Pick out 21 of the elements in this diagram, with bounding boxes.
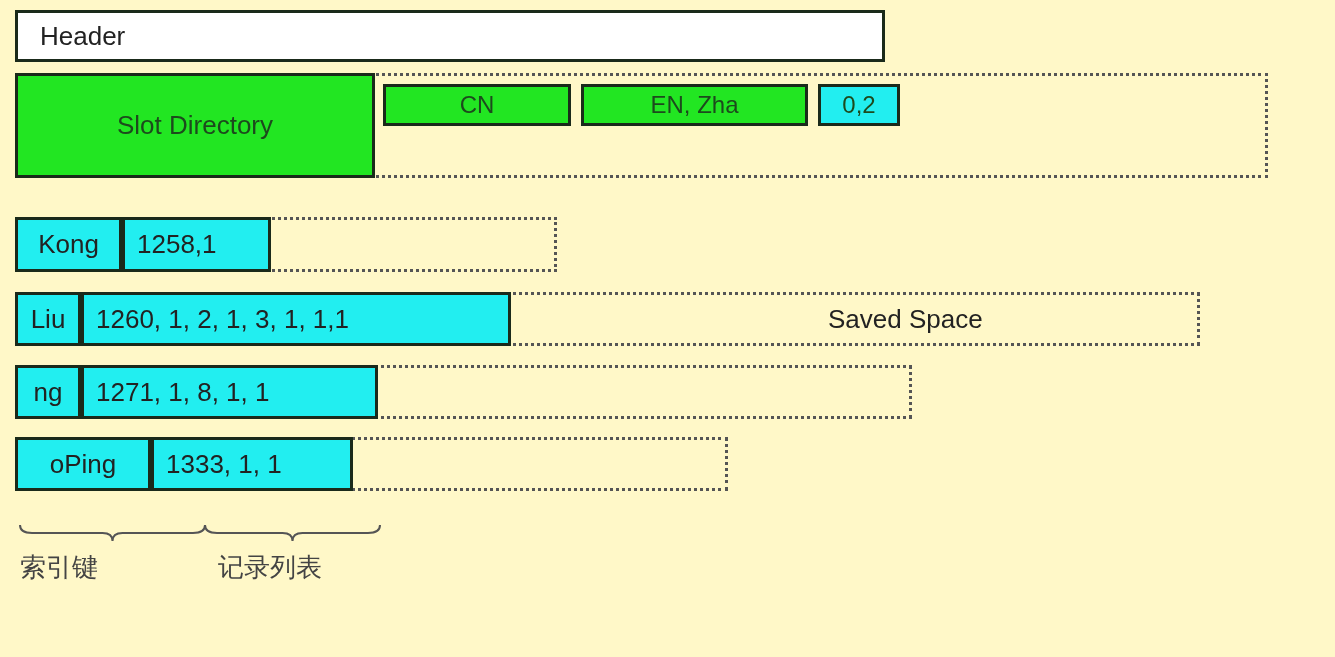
slot-entry-box: EN, Zha [581,84,808,126]
key-cell: Kong [15,217,122,272]
slot-area-box [15,73,1268,178]
caption-text: Saved Space [828,303,983,335]
brace-label: 索引键 [20,551,98,584]
record-list-cell: 1333, 1, 1 [151,437,353,491]
key-cell: ng [15,365,81,419]
record-list-cell: 1260, 1, 2, 1, 3, 1, 1,1 [81,292,511,346]
record-box [15,292,1200,346]
record-box [15,437,728,491]
slot-entry-box: CN [383,84,571,126]
slot-entry-box: 0,2 [818,84,900,126]
record-list-cell: 1271, 1, 8, 1, 1 [81,365,378,419]
record-box [15,365,912,419]
header-box: Header [15,10,885,62]
slot-directory-box: Slot Directory [15,73,375,178]
key-cell: Liu [15,292,81,346]
key-cell: oPing [15,437,151,491]
record-list-cell: 1258,1 [122,217,271,272]
record-box [15,217,557,272]
brace-label: 记录列表 [218,551,322,584]
